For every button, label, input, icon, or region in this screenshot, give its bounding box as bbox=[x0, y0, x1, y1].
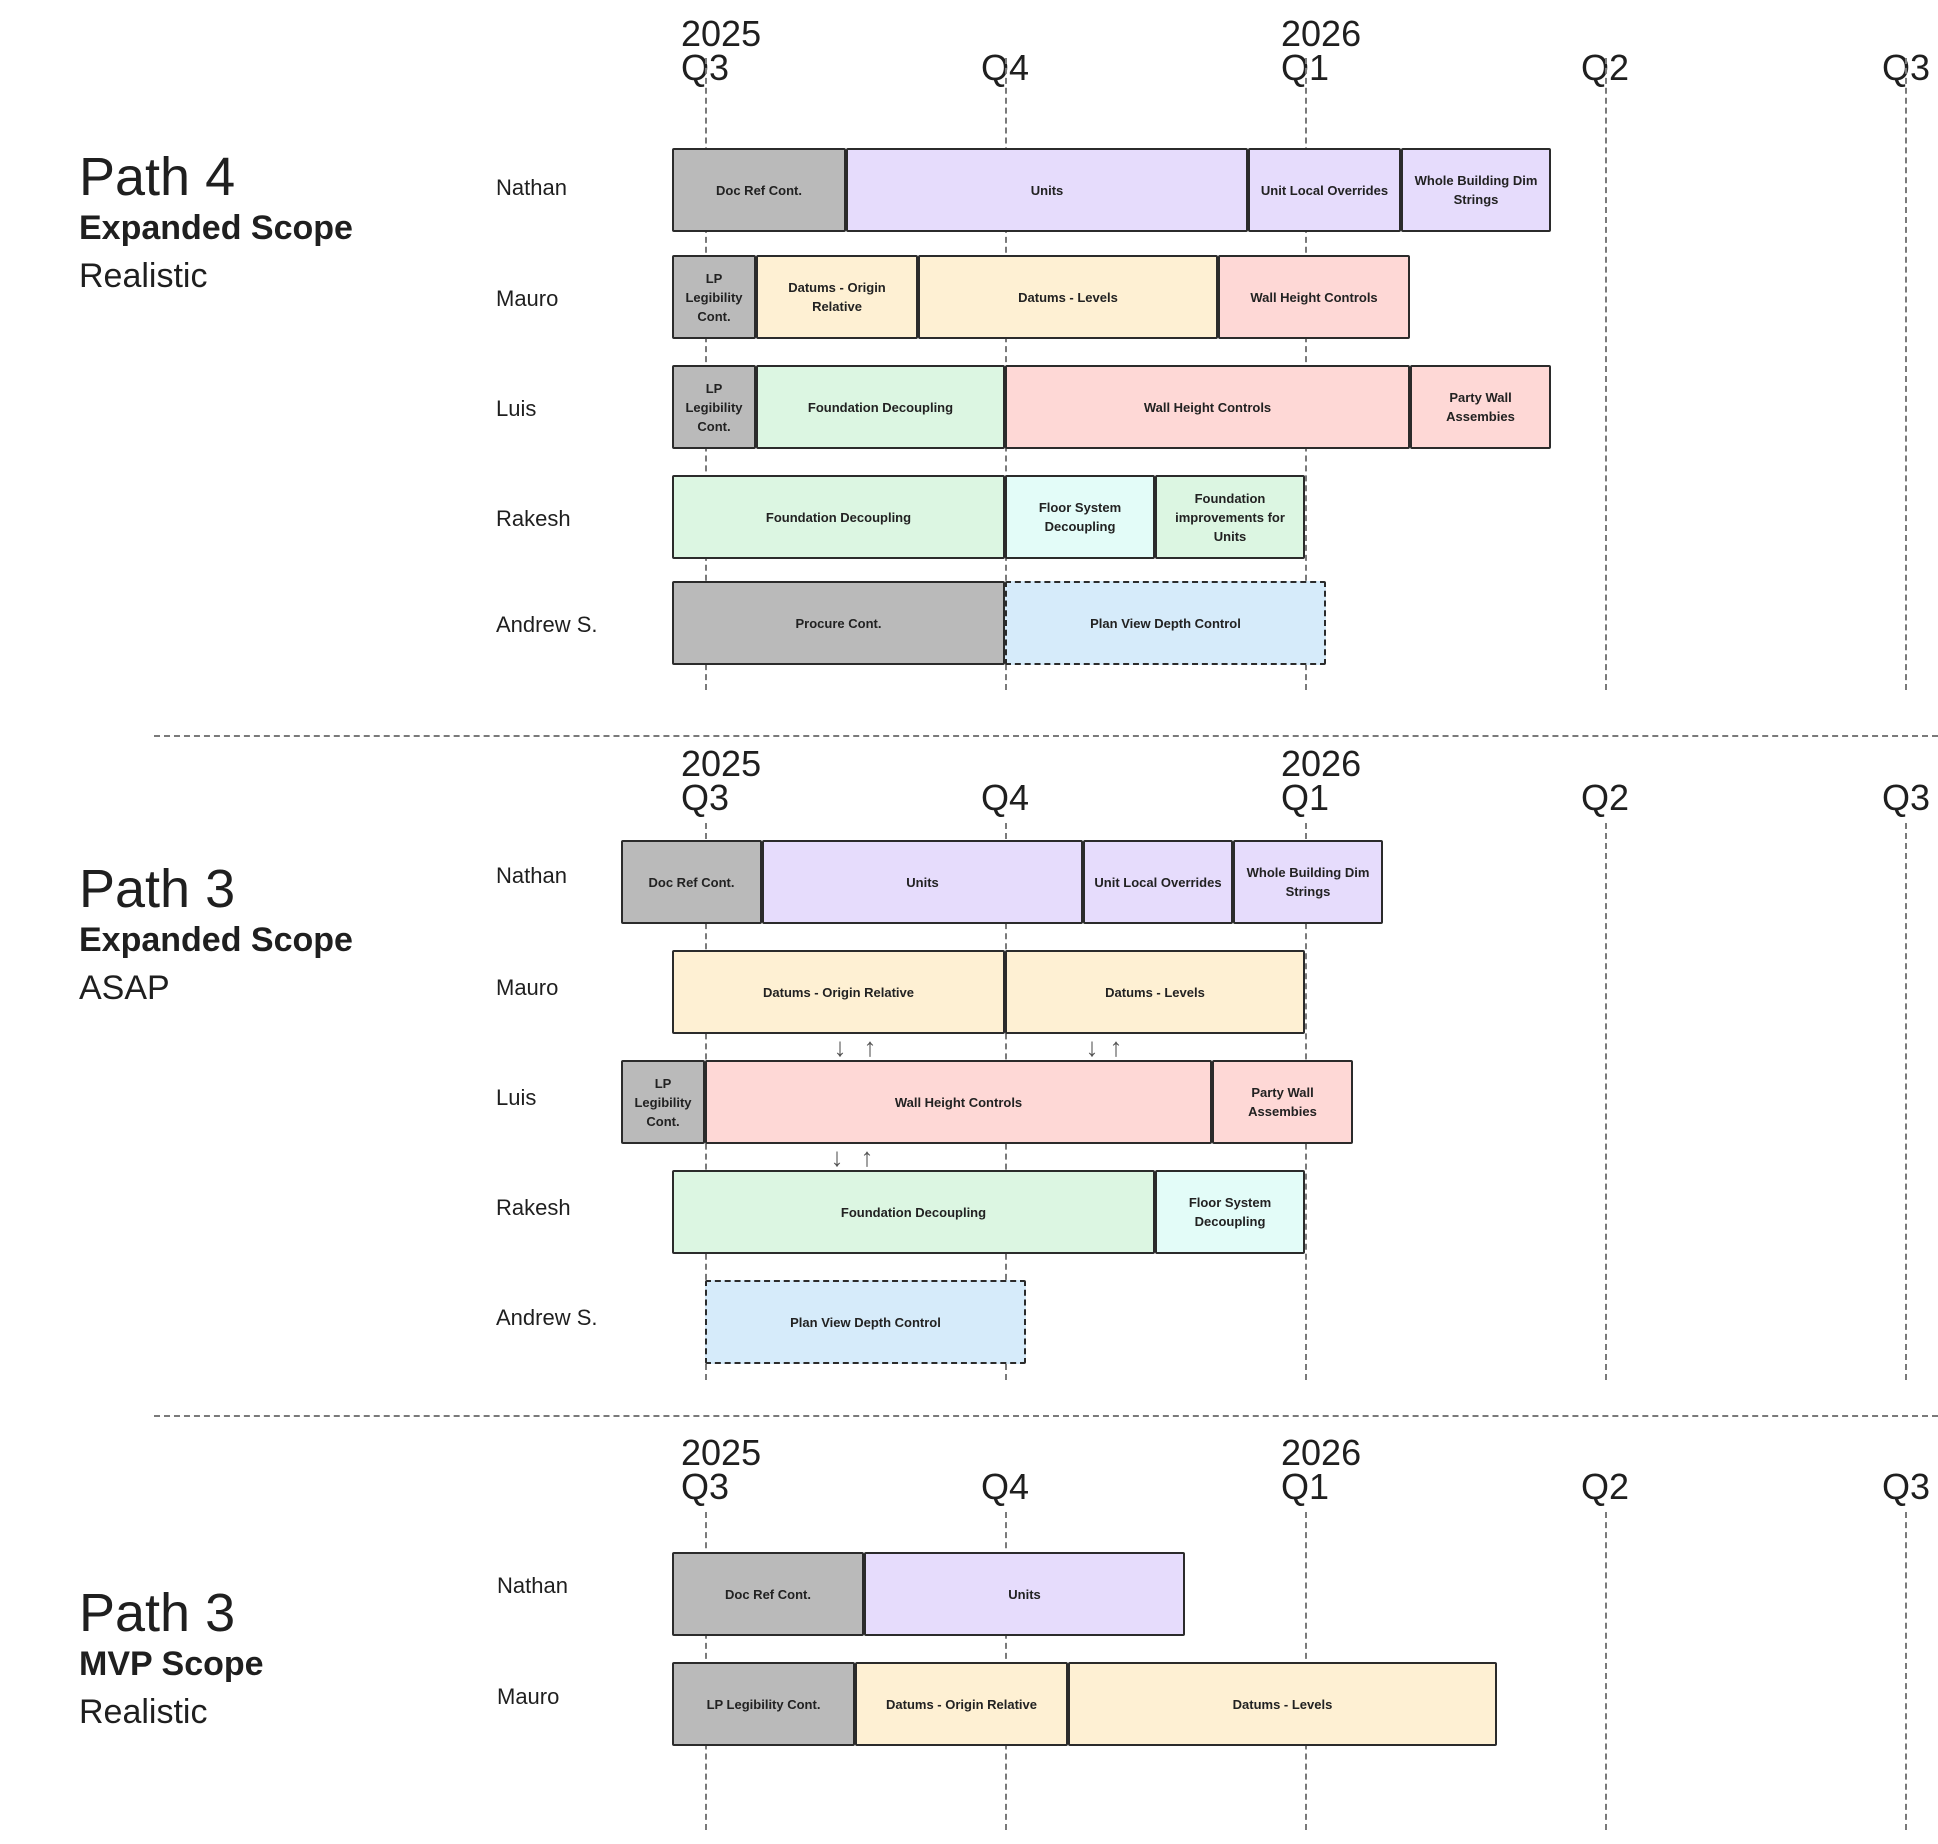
task-bar[interactable]: Datums - Origin Relative bbox=[672, 950, 1005, 1034]
path-name: Path 3 bbox=[79, 859, 236, 919]
axis-year-label: 2026 bbox=[1281, 1432, 1362, 1473]
arrow-up-icon: ↑ bbox=[863, 1032, 877, 1062]
axis-year-label: 2025 bbox=[681, 13, 762, 54]
path-name: Path 3 bbox=[79, 1583, 236, 1643]
task-bar[interactable]: Doc Ref Cont. bbox=[621, 840, 762, 924]
axis-year-label: 2025 bbox=[681, 1432, 762, 1473]
quarter-gridline bbox=[1605, 1512, 1607, 1830]
section-divider bbox=[154, 1415, 1938, 1417]
task-bar[interactable]: Unit Local Overrides bbox=[1248, 148, 1401, 232]
pace-name: Realistic bbox=[79, 257, 208, 295]
person-label: Mauro bbox=[496, 286, 559, 311]
task-bar[interactable]: Datums - Levels bbox=[1005, 950, 1305, 1034]
task-bar[interactable]: Foundation Decoupling bbox=[672, 1170, 1155, 1254]
task-bar[interactable]: Units bbox=[762, 840, 1083, 924]
axis-quarter-label: Q1 bbox=[1281, 1466, 1330, 1507]
person-label: Nathan bbox=[497, 1573, 568, 1598]
arrow-up-icon: ↑ bbox=[860, 1142, 874, 1172]
scope-name: Expanded Scope bbox=[79, 921, 353, 959]
task-bar[interactable]: Floor System Decoupling bbox=[1005, 475, 1155, 559]
arrow-down-icon: ↓ bbox=[833, 1032, 847, 1062]
axis-quarter-label: Q1 bbox=[1281, 777, 1330, 818]
task-bar[interactable]: LP Legibility Cont. bbox=[621, 1060, 705, 1144]
quarter-gridline bbox=[1605, 58, 1607, 690]
task-bar[interactable]: Wall Height Controls bbox=[1218, 255, 1410, 339]
task-bar[interactable]: Units bbox=[864, 1552, 1185, 1636]
person-label: Andrew S. bbox=[496, 612, 598, 637]
task-bar[interactable]: Units bbox=[846, 148, 1248, 232]
task-bar[interactable]: Foundation Decoupling bbox=[672, 475, 1005, 559]
task-bar[interactable]: Plan View Depth Control bbox=[705, 1280, 1026, 1364]
quarter-gridline bbox=[1605, 823, 1607, 1380]
quarter-gridline bbox=[1905, 58, 1907, 690]
task-bar[interactable]: LP Legibility Cont. bbox=[672, 365, 756, 449]
section-divider bbox=[154, 735, 1938, 737]
person-label: Mauro bbox=[496, 975, 559, 1000]
task-bar[interactable]: Whole Building Dim Strings bbox=[1233, 840, 1383, 924]
task-bar[interactable]: LP Legibility Cont. bbox=[672, 255, 756, 339]
axis-year-label: 2026 bbox=[1281, 743, 1362, 784]
person-label: Rakesh bbox=[496, 1195, 571, 1220]
axis-quarter-label: Q4 bbox=[981, 1466, 1030, 1507]
task-bar[interactable]: Foundation improvements for Units bbox=[1155, 475, 1305, 559]
task-bar[interactable]: Wall Height Controls bbox=[705, 1060, 1212, 1144]
axis-year-label: 2025 bbox=[681, 743, 762, 784]
task-bar[interactable]: Doc Ref Cont. bbox=[672, 1552, 864, 1636]
task-bar[interactable]: Party Wall Assembies bbox=[1410, 365, 1551, 449]
task-bar[interactable]: Datums - Origin Relative bbox=[855, 1662, 1068, 1746]
path-name: Path 4 bbox=[79, 147, 236, 207]
task-bar[interactable]: Datums - Levels bbox=[918, 255, 1218, 339]
quarter-gridline bbox=[1905, 823, 1907, 1380]
task-bar[interactable]: Floor System Decoupling bbox=[1155, 1170, 1305, 1254]
arrow-up-icon: ↑ bbox=[1109, 1032, 1123, 1062]
person-label: Mauro bbox=[497, 1684, 560, 1709]
arrow-down-icon: ↓ bbox=[830, 1142, 844, 1172]
person-label: Rakesh bbox=[496, 506, 571, 531]
pace-name: ASAP bbox=[79, 969, 170, 1007]
axis-quarter-label: Q2 bbox=[1581, 1466, 1630, 1507]
axis-quarter-label: Q3 bbox=[681, 777, 730, 818]
scope-name: Expanded Scope bbox=[79, 209, 353, 247]
task-bar[interactable]: Plan View Depth Control bbox=[1005, 581, 1326, 665]
axis-quarter-label: Q2 bbox=[1581, 777, 1630, 818]
person-label: Andrew S. bbox=[496, 1305, 598, 1330]
task-bar[interactable]: Party Wall Assembies bbox=[1212, 1060, 1353, 1144]
task-bar[interactable]: Foundation Decoupling bbox=[756, 365, 1005, 449]
scope-name: MVP Scope bbox=[79, 1645, 264, 1683]
task-bar[interactable]: Datums - Origin Relative bbox=[756, 255, 918, 339]
axis-quarter-label: Q4 bbox=[981, 777, 1030, 818]
task-bar[interactable]: Wall Height Controls bbox=[1005, 365, 1410, 449]
task-bar[interactable]: Unit Local Overrides bbox=[1083, 840, 1233, 924]
pace-name: Realistic bbox=[79, 1693, 208, 1731]
person-label: Nathan bbox=[496, 175, 567, 200]
person-label: Luis bbox=[496, 1085, 537, 1110]
task-bar[interactable]: Whole Building Dim Strings bbox=[1401, 148, 1551, 232]
task-bar[interactable]: LP Legibility Cont. bbox=[672, 1662, 855, 1746]
axis-quarter-label: Q3 bbox=[681, 1466, 730, 1507]
task-bar[interactable]: Datums - Levels bbox=[1068, 1662, 1497, 1746]
axis-year-label: 2026 bbox=[1281, 13, 1362, 54]
arrow-down-icon: ↓ bbox=[1085, 1032, 1099, 1062]
axis-quarter-label: Q3 bbox=[1882, 1466, 1931, 1507]
axis-quarter-label: Q3 bbox=[1882, 777, 1931, 818]
task-bar[interactable]: Doc Ref Cont. bbox=[672, 148, 846, 232]
person-label: Luis bbox=[496, 396, 537, 421]
quarter-gridline bbox=[1905, 1512, 1907, 1830]
task-bar[interactable]: Procure Cont. bbox=[672, 581, 1005, 665]
person-label: Nathan bbox=[496, 863, 567, 888]
